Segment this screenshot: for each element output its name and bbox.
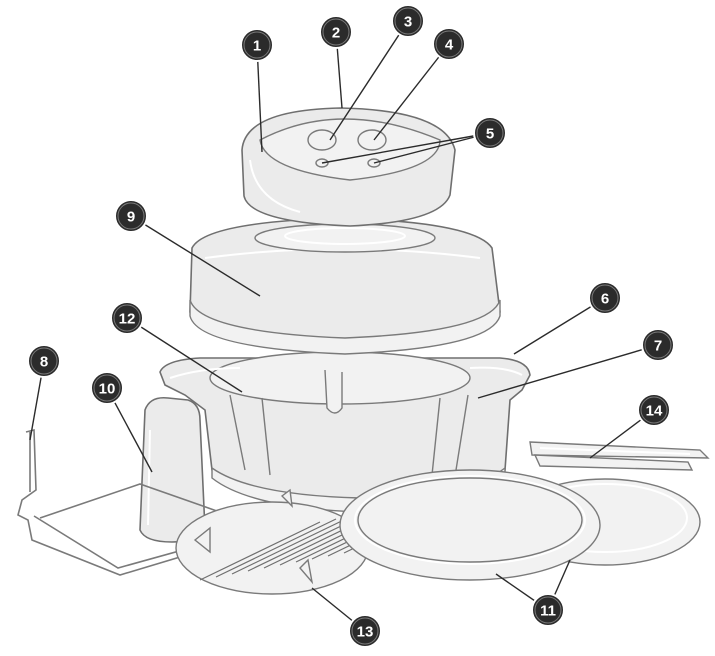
callout-inner-ring [640,396,668,424]
callout-inner-ring [117,202,145,230]
leader-line [373,132,491,164]
timer-knob [307,129,337,151]
callout-circle [110,301,144,335]
callout-circle [90,371,124,405]
callout-number: 5 [486,126,494,143]
leader-line [513,297,606,355]
callout-number: 6 [601,291,609,308]
callout-number: 9 [127,209,135,226]
callout-inner-ring [113,304,141,332]
rack-bar [199,521,321,581]
rack-bar [231,515,353,575]
callout-number: 13 [357,624,374,641]
callout-number: 11 [540,603,556,620]
callout-circle [473,116,507,150]
callout-2: 2 [319,15,353,49]
callout-9: 9 [114,199,148,233]
callout-10: 10 [90,371,124,405]
callout-circle [319,15,353,49]
callout-circle [114,199,148,233]
rack-bar [215,518,337,578]
callout-5: 5 [473,116,507,150]
callout-number: 4 [445,37,454,54]
leader-line [373,43,450,141]
callout-number: 7 [654,338,662,355]
callout-circle [531,593,565,627]
lid-head [241,107,456,227]
callout-circle [641,328,675,362]
callout-number: 14 [646,403,663,420]
callout-number: 8 [40,354,48,371]
callout-inner-ring [30,347,58,375]
callout-3: 3 [391,4,425,38]
callout-7: 7 [641,328,675,362]
callout-inner-ring [243,31,271,59]
leader-line [256,44,263,153]
callout-12: 12 [110,301,144,335]
callout-inner-ring [591,284,619,312]
tongs [529,441,710,471]
callout-11: 11 [531,593,565,627]
callout-inner-ring [351,617,379,645]
callout-inner-ring [322,18,350,46]
callout-circle [432,27,466,61]
leader-line [477,344,659,399]
callout-inner-ring [476,119,504,147]
callout-4: 4 [432,27,466,61]
callout-number: 10 [99,381,116,398]
callout-13: 13 [348,614,382,648]
control-knobs [307,129,387,168]
leader-line [329,20,409,141]
callout-inner-ring [534,596,562,624]
callout-1: 1 [240,28,274,62]
extension-ring [189,217,501,355]
callout-circle [588,281,622,315]
baking-tray-front [339,469,601,581]
leader-line [130,215,261,297]
temperature-knob [357,129,387,151]
leader-line [126,317,243,393]
callout-inner-ring [394,7,422,35]
callout-number: 2 [332,25,340,42]
callout-circle [637,393,671,427]
callout-inner-ring [644,331,672,359]
callout-14: 14 [637,393,671,427]
callout-circle [27,344,61,378]
callout-number: 1 [253,38,261,55]
callout-circle [391,4,425,38]
callout-circle [240,28,274,62]
callout-inner-ring [435,30,463,58]
callout-number: 12 [119,311,136,328]
leader-line [321,132,491,164]
callout-number: 3 [404,14,412,31]
callout-8: 8 [27,344,61,378]
callout-inner-ring [93,374,121,402]
callout-circle [348,614,382,648]
callout-6: 6 [588,281,622,315]
lid-holder [139,396,206,543]
